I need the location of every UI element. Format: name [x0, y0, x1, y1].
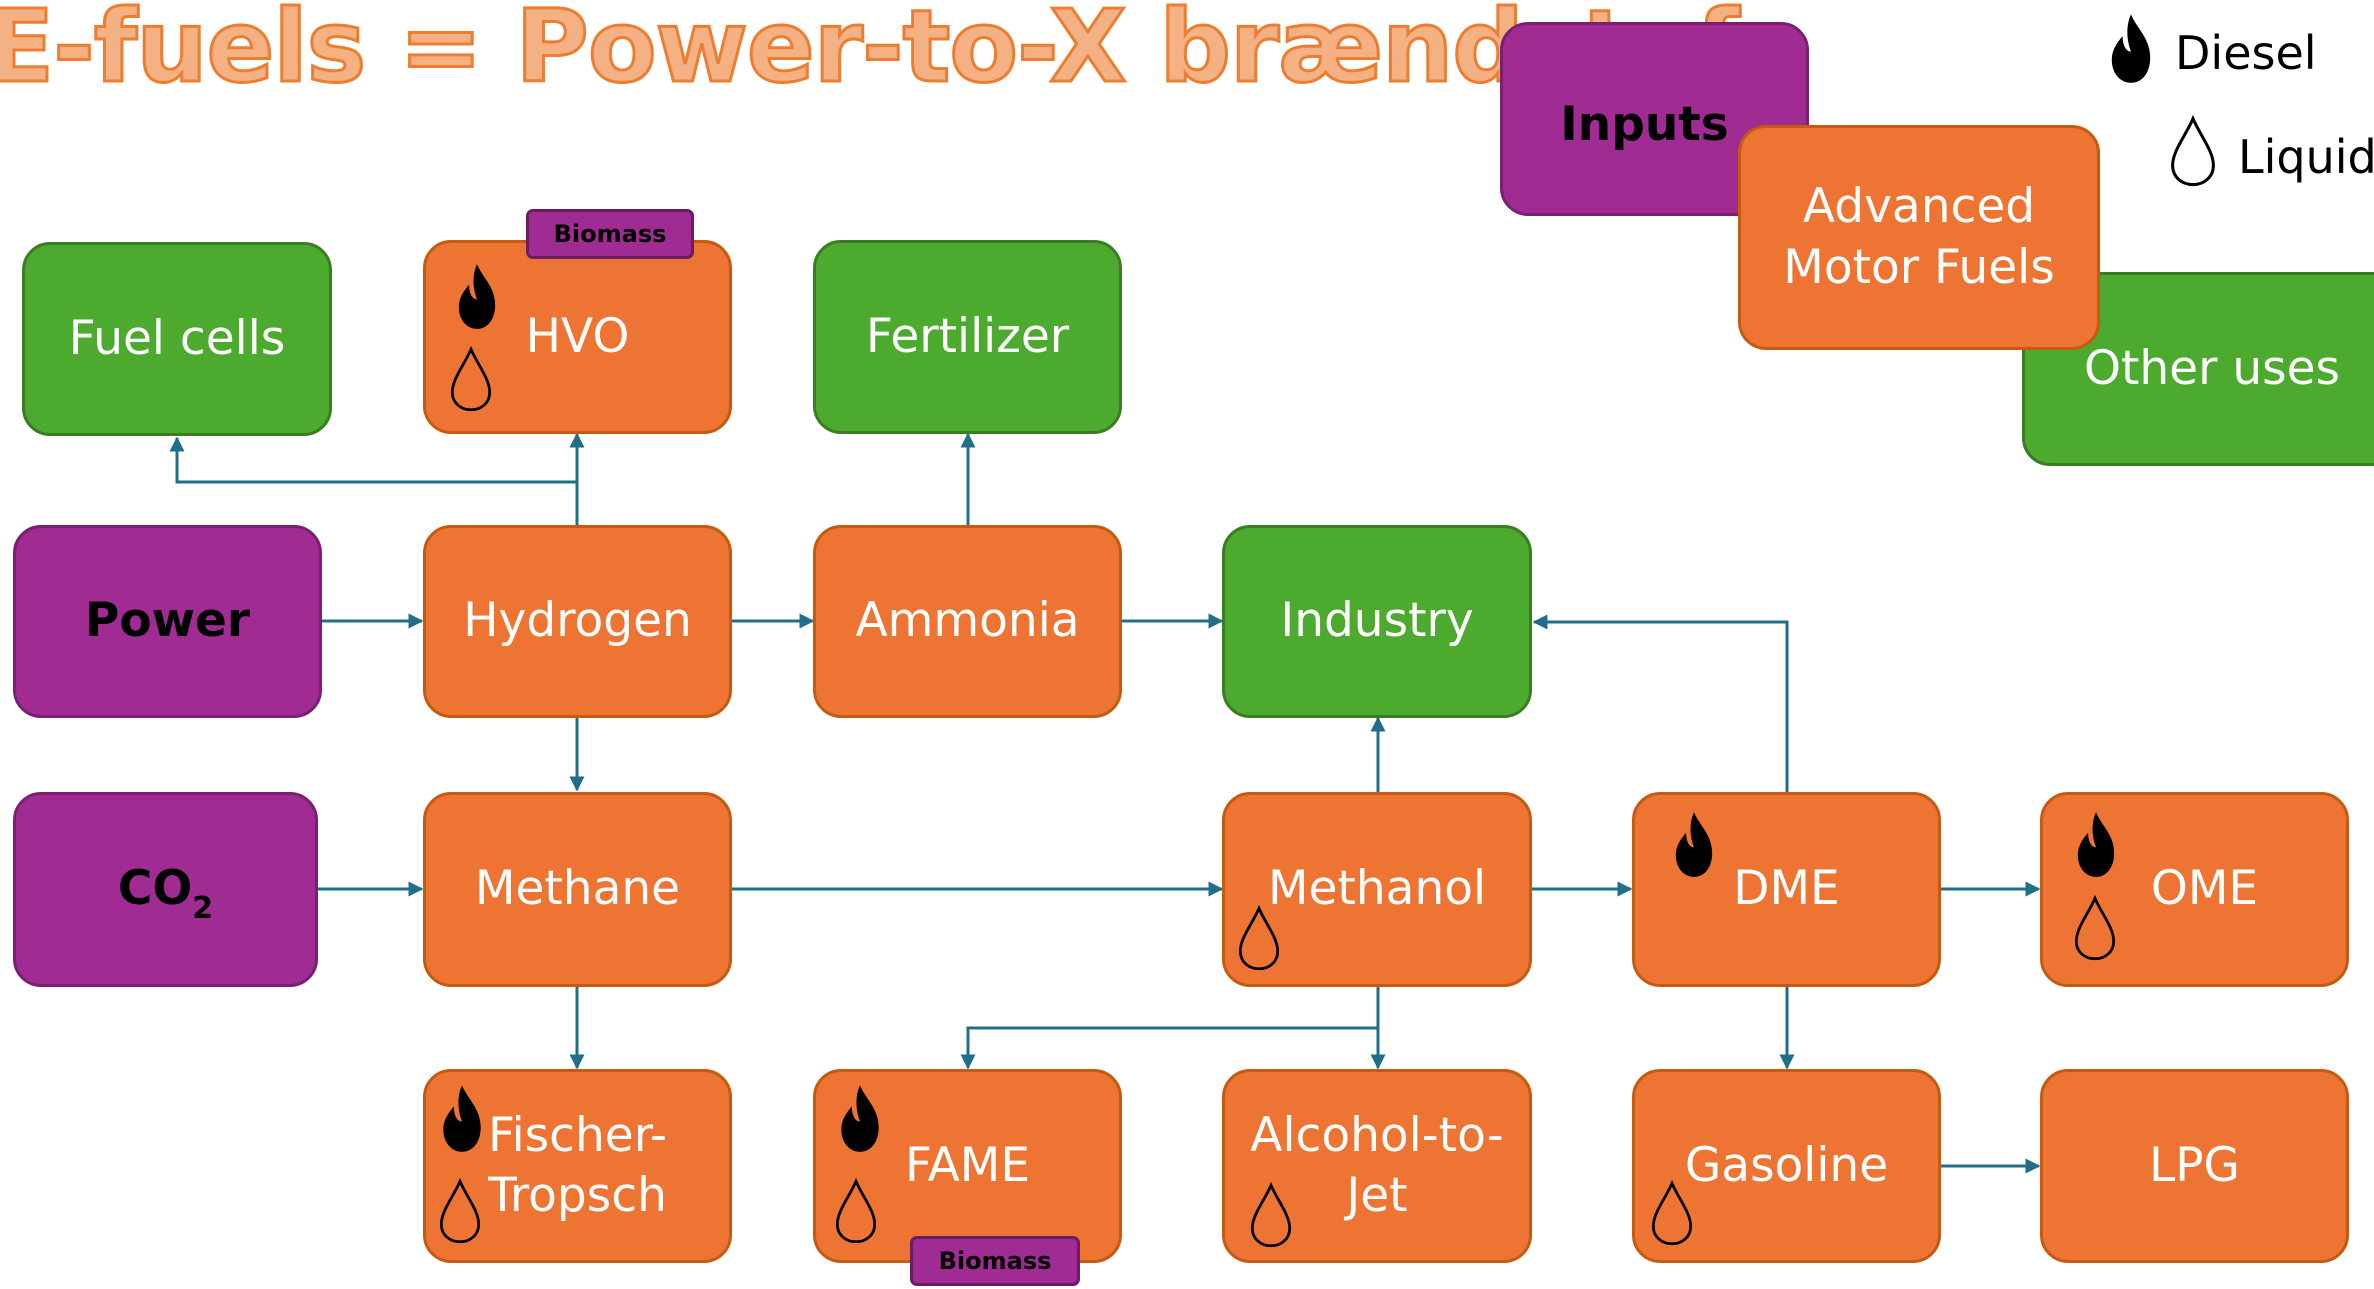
- droplet-icon: [1651, 1180, 1693, 1246]
- biomass-tag-fame: Biomass: [910, 1236, 1080, 1286]
- legend-diesel-label: Diesel: [2175, 26, 2317, 80]
- page-title: E-fuels = Power-to-X brændstof: [0, 0, 1741, 105]
- node-fertilizer: Fertilizer: [813, 240, 1122, 434]
- flame-icon: [841, 1085, 879, 1152]
- node-alcohol-to-jet: Alcohol-to- Jet: [1222, 1069, 1532, 1263]
- flame-icon: [458, 264, 496, 329]
- droplet-icon: [2171, 115, 2215, 187]
- droplet-icon: [1250, 1182, 1292, 1248]
- node-ome: OME: [2040, 792, 2349, 987]
- droplet-icon: [450, 346, 492, 412]
- flame-icon: [1675, 812, 1713, 877]
- node-fischer-tropsch: Fischer- Tropsch: [423, 1069, 732, 1263]
- legend-liquid-label: Liquid: [2238, 130, 2374, 184]
- node-lpg: LPG: [2040, 1069, 2349, 1263]
- node-fuel-cells: Fuel cells: [22, 242, 332, 436]
- droplet-icon: [2074, 895, 2116, 961]
- node-dme: DME: [1632, 792, 1941, 987]
- node-co2: CO2: [13, 792, 318, 987]
- droplet-icon: [835, 1178, 877, 1244]
- biomass-tag-hvo: Biomass: [526, 209, 694, 259]
- node-industry: Industry: [1222, 525, 1532, 718]
- droplet-icon: [439, 1178, 481, 1244]
- node-hydrogen: Hydrogen: [423, 525, 732, 718]
- droplet-icon: [1238, 905, 1280, 971]
- node-methanol: Methanol: [1222, 792, 1532, 987]
- node-gasoline: Gasoline: [1632, 1069, 1941, 1263]
- node-power: Power: [13, 525, 322, 718]
- node-methane: Methane: [423, 792, 732, 987]
- flame-icon: [2111, 14, 2151, 83]
- flame-icon: [443, 1085, 481, 1152]
- node-ammonia: Ammonia: [813, 525, 1122, 718]
- flame-icon: [2077, 812, 2115, 877]
- edge-hydrogen-fuelcells: [169, 436, 577, 484]
- edge-methanol-fame: [960, 987, 1380, 1070]
- edge-dme-industry: [1532, 614, 1789, 792]
- legend-advanced-motor-fuels: Advanced Motor Fuels: [1738, 125, 2100, 350]
